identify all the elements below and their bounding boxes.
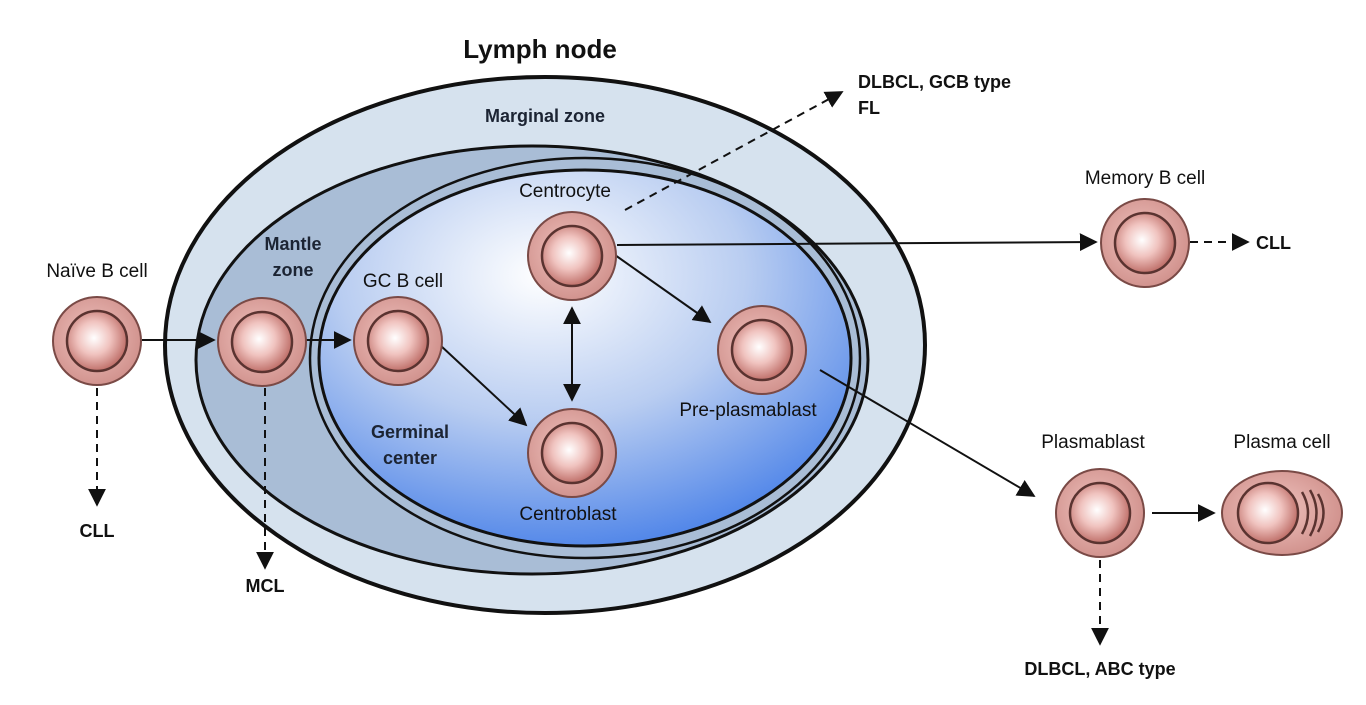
naive-b-cell-label: Naïve B cell xyxy=(46,261,147,282)
arrow-centrocyte-to-memory xyxy=(616,233,1098,252)
germinal-center-outline xyxy=(308,156,862,560)
germinal-center-label-line1: Germinal xyxy=(371,422,449,442)
cll-naive-outcome: CLL xyxy=(80,521,115,541)
naive-b-cell xyxy=(52,296,142,386)
centroblast-cell xyxy=(527,408,617,498)
dlbcl-gcb-outcome: DLBCL, GCB type xyxy=(858,72,1011,92)
germinal-center-label-line2: center xyxy=(383,448,437,468)
memory-b-cell xyxy=(1100,198,1190,288)
centrocyte-label: Centrocyte xyxy=(519,181,611,202)
pre-plasmablast-cell xyxy=(717,305,807,395)
plasma-cell-label: Plasma cell xyxy=(1233,432,1330,453)
plasma-cell xyxy=(1221,470,1343,556)
centrocyte-cell xyxy=(527,211,617,301)
centroblast-label: Centroblast xyxy=(519,504,617,525)
gc-b-cell xyxy=(353,296,443,386)
arrow-centrocyte-to-preplasmablast xyxy=(614,254,712,324)
mantle-zone-label-line1: Mantle xyxy=(264,234,321,254)
mantle-zone-label-line2: zone xyxy=(272,260,313,280)
pre-plasmablast-label: Pre-plasmablast xyxy=(679,400,817,421)
germinal-center xyxy=(317,168,853,548)
mantle-b-cell xyxy=(217,297,307,387)
dlbcl-abc-outcome: DLBCL, ABC type xyxy=(1024,659,1175,679)
arrow-preplasmablast-to-plasmablast xyxy=(819,369,1036,497)
arrow-gc-to-centroblast xyxy=(439,344,528,427)
fl-outcome: FL xyxy=(858,98,880,118)
page-title: Lymph node xyxy=(463,34,617,64)
endoplasmic-reticulum-icon xyxy=(1300,489,1325,537)
memory-b-cell-label: Memory B cell xyxy=(1085,168,1205,189)
plasmablast-cell xyxy=(1055,468,1145,558)
plasmablast-label: Plasmablast xyxy=(1041,432,1145,453)
cll-memory-outcome: CLL xyxy=(1256,233,1291,253)
marginal-zone-label: Marginal zone xyxy=(485,106,605,126)
gc-b-cell-label: GC B cell xyxy=(363,271,443,292)
mcl-outcome: MCL xyxy=(246,576,285,596)
